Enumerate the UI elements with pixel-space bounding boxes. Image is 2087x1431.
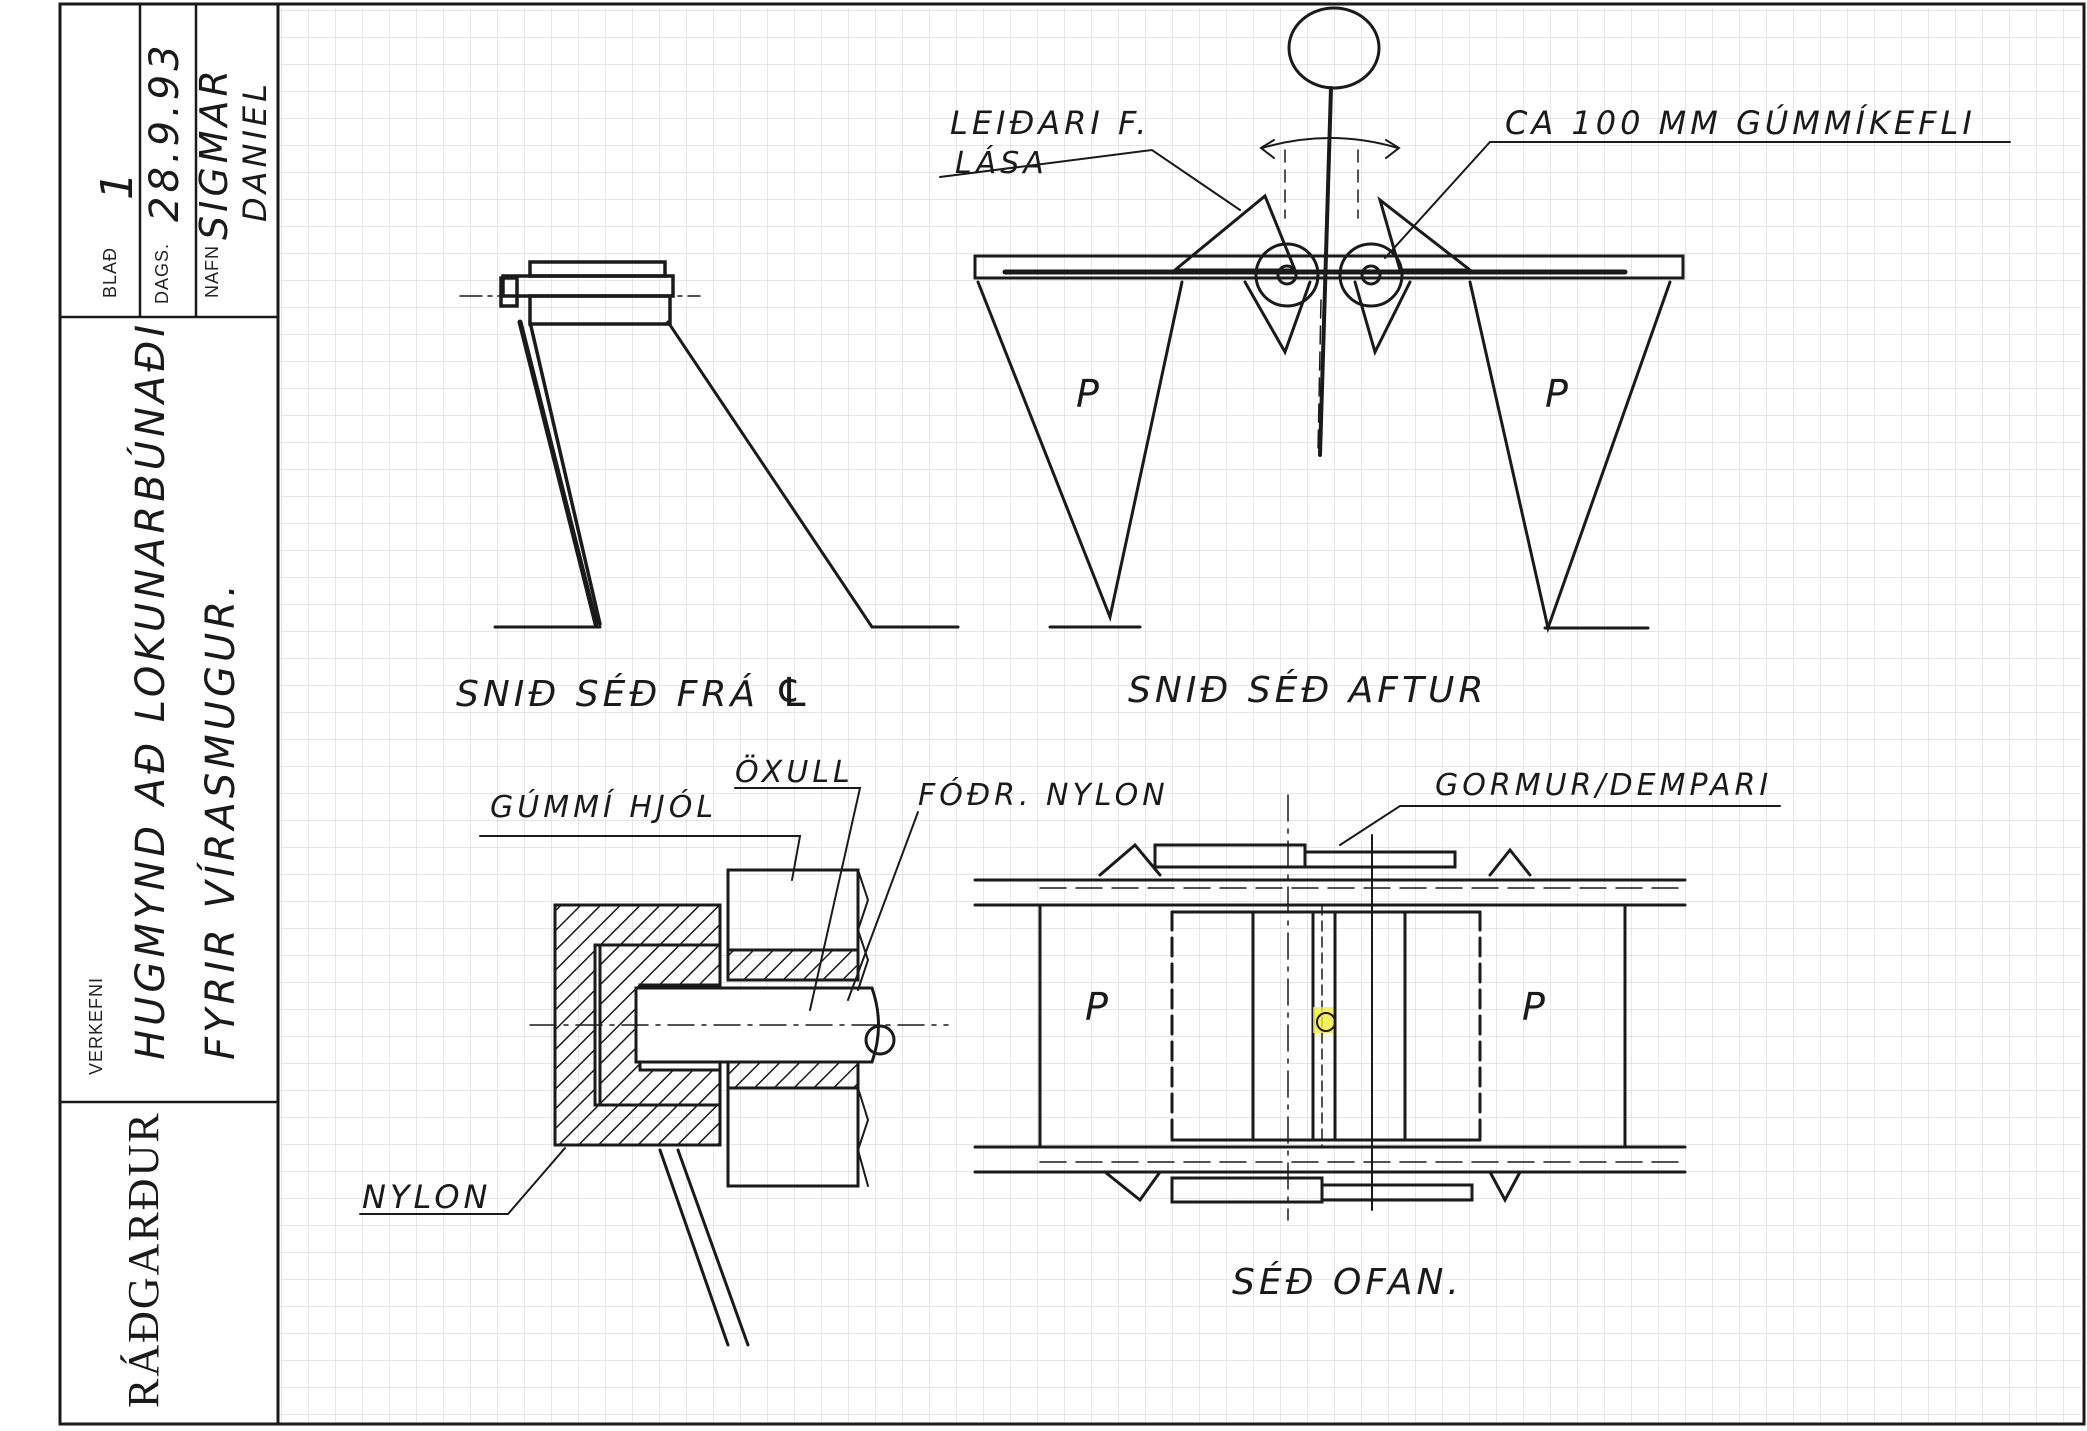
label-p-rear-left: P (1076, 372, 1103, 416)
caption-snid-aftur: SNIÐ SÉÐ AFTUR (1128, 670, 1488, 711)
nafn-label: NAFN (202, 245, 222, 298)
label-nylon: NYLON (362, 1178, 492, 1216)
caption-snid-fra: SNIÐ SÉÐ FRÁ ℄ (456, 670, 815, 716)
label-p-top-left: P (1085, 985, 1112, 1029)
label-oxull: ÖXULL (735, 755, 854, 790)
center-circle-mark (1316, 1012, 1336, 1032)
blad-label: BLAÐ (100, 246, 120, 298)
nafn-line-2: DANIEL (236, 80, 274, 222)
company-logo: RÁÐGARÐUR (119, 1111, 168, 1408)
section-top-view (973, 794, 1781, 1221)
label-gummi-hjol: GÚMMÍ HJÓL (490, 790, 718, 825)
caption-snid-fra-text: SNIÐ SÉÐ FRÁ (456, 674, 760, 715)
label-fodr-nylon: FÓÐR. NYLON (918, 778, 1169, 813)
title-block-dividers (60, 4, 278, 1104)
dags-label: DAGS. (152, 242, 172, 304)
nafn-line-1: SIGMAR (192, 66, 236, 240)
caption-sed-ofan: SÉÐ OFAN. (1232, 1262, 1463, 1303)
section-wheel-detail (359, 787, 949, 1347)
verkefni-line-1: HUGMYND AÐ LOKUNARBÚNAÐI (128, 320, 174, 1060)
label-gummikefli: CA 100 MM GÚMMÍKEFLI (1505, 104, 1976, 142)
blad-value: 1 (92, 168, 143, 200)
section-rear-view (939, 6, 2011, 634)
label-p-rear-right: P (1545, 372, 1572, 416)
verkefni-line-2: FYRIR VÍRASMUGUR. (198, 580, 244, 1060)
verkefni-label: VERKEFNI (86, 976, 106, 1075)
label-p-top-right: P (1522, 985, 1549, 1029)
grid-paper (281, 8, 2081, 1423)
dags-value: 28.9.93 (142, 41, 188, 222)
label-gormur: GORMUR/DEMPARI (1435, 768, 1773, 803)
label-leidari-line1: LEIÐARI F. (950, 104, 1151, 142)
section-side-view (459, 260, 960, 629)
sheet-border (58, 2, 2086, 1426)
label-leidari-line2: LÁSA (955, 146, 1048, 181)
